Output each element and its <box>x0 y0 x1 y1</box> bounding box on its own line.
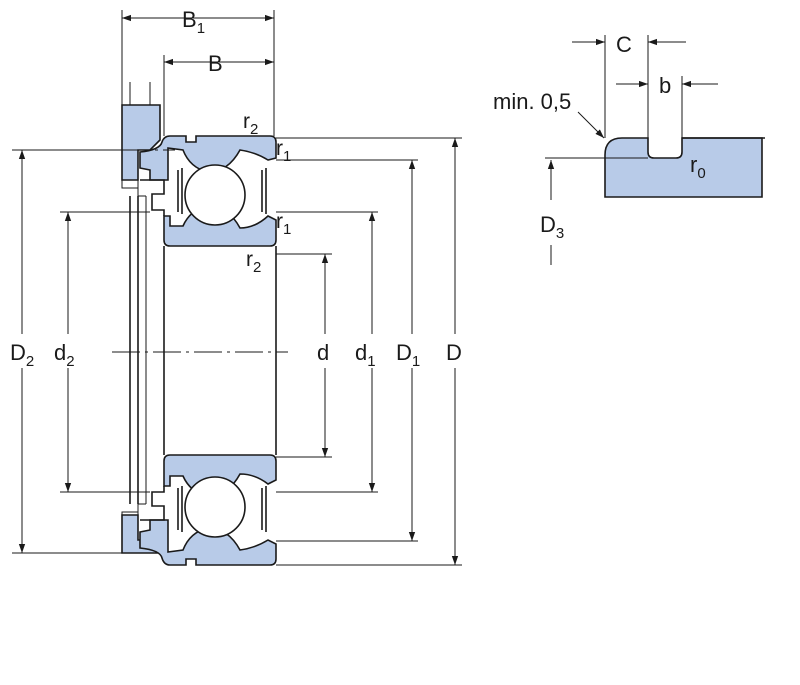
seal-top-right <box>261 168 267 214</box>
groove-detail-bottom <box>140 486 165 521</box>
label-D1: D1 <box>396 340 420 370</box>
groove-detail-top <box>140 179 165 216</box>
label-b: b <box>659 73 671 98</box>
label-r2-top: r2 <box>243 110 258 138</box>
bore-lines <box>163 246 277 455</box>
label-D3: D3 <box>540 212 564 242</box>
label-d1: d1 <box>355 340 376 370</box>
label-d: d <box>317 340 329 365</box>
seal-top-left <box>177 168 183 214</box>
seal-bottom-right <box>261 486 267 532</box>
label-r1-mid: r1 <box>276 210 291 238</box>
detail-section <box>604 137 763 198</box>
label-r1-top: r1 <box>276 137 291 165</box>
label-B: B <box>208 51 223 76</box>
ball-top <box>184 164 246 226</box>
ball-bottom <box>184 476 246 538</box>
label-r2-mid: r2 <box>246 248 261 276</box>
label-D2: D2 <box>10 340 34 370</box>
groove-detail-view <box>545 35 765 265</box>
label-r0: r0 <box>690 152 706 182</box>
dimensions <box>12 10 462 566</box>
label-d2: d2 <box>54 340 75 370</box>
label-D: D <box>446 340 462 365</box>
label-C: C <box>616 32 632 57</box>
seal-bottom-left <box>177 486 183 532</box>
bearing-cross-section <box>112 104 288 566</box>
label-B1: B1 <box>182 7 205 37</box>
label-min: min. 0,5 <box>493 89 571 114</box>
